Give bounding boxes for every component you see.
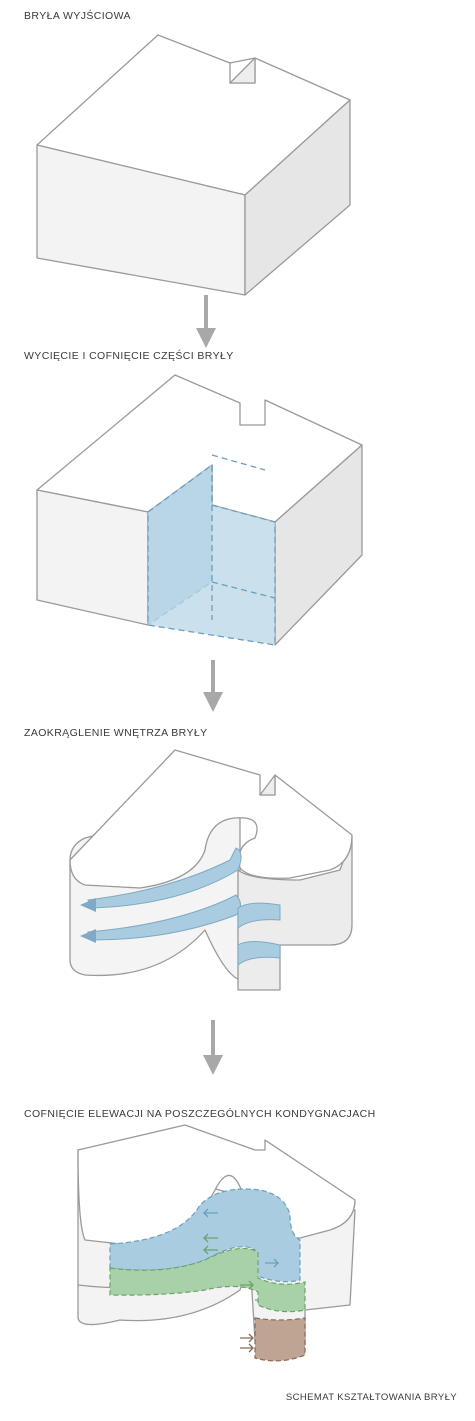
block-1-notch [229,57,256,84]
step-1-block [36,34,351,296]
setback-arrow-green-1 [203,1233,218,1243]
step-2-block [36,374,363,646]
setback-brown [254,1317,306,1362]
block-2-cut-top [211,454,266,505]
flow-arrow-right-1 [237,902,281,930]
setback-arrow-blue-1 [203,1208,218,1218]
setback-arrow-green-3 [240,1280,254,1290]
setback-green [109,1247,306,1313]
flow-arrow-right-2 [237,941,281,967]
setback-arrow-green-2 [203,1245,218,1255]
setback-arrow-brown-2 [240,1343,254,1353]
step-1-label: BRYŁA WYJŚCIOWA [24,10,131,22]
block-2-left [36,489,149,626]
block-3-notch [259,774,276,796]
block-2-cut-hidden [211,505,276,620]
diagram-caption: SCHEMAT KSZTAŁTOWANIA BRYŁY [285,1392,457,1403]
step-3-label: ZAOKRĄGLENIE WNĘTRZA BRYŁY [24,727,208,739]
setback-blue [109,1188,301,1283]
setback-arrow-brown-1 [240,1333,254,1343]
flow-arrow-upper [87,847,242,909]
setback-layers [109,1188,306,1362]
block-3-top [69,749,353,889]
setback-arrows [203,1208,279,1353]
block-1-right [244,99,351,296]
step-4-label: COFNIĘCIE ELEWACJI NA POSZCZEGÓLNYCH KON… [24,1108,376,1120]
step-2-label: WYCIĘCIE I COFNIĘCIE CZĘŚCI BRYŁY [24,350,234,362]
setback-arrow-blue-2 [265,1258,279,1268]
flow-arrows [80,847,281,967]
